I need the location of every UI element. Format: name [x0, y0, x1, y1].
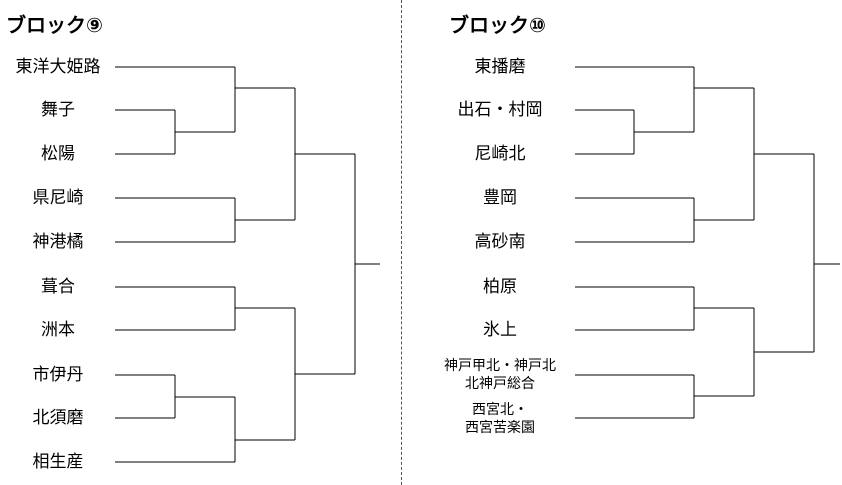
team-label: 舞子	[41, 100, 75, 120]
team-label: 柏原	[483, 277, 517, 297]
team-label: 相生産	[32, 452, 84, 472]
block-10-title: ブロック⑩	[449, 13, 546, 37]
team-label: 高砂南	[474, 232, 526, 252]
team-label: 北須磨	[32, 408, 84, 428]
team-label: 東洋大姫路	[15, 57, 101, 77]
team-label: 西宮北・ 西宮苦楽園	[465, 402, 535, 436]
team-label: 東播磨	[474, 57, 526, 77]
team-label: 神港橘	[32, 232, 84, 252]
team-label: 葺合	[41, 277, 75, 297]
team-label: 松陽	[41, 144, 75, 164]
team-label: 県尼崎	[32, 188, 84, 208]
team-label: 市伊丹	[32, 365, 84, 385]
team-label: 神戸甲北・神戸北 北神戸総合	[444, 358, 556, 392]
team-label: 尼崎北	[474, 144, 526, 164]
block-divider	[401, 0, 402, 485]
team-label: 洲本	[41, 320, 75, 340]
team-label: 豊岡	[483, 188, 517, 208]
team-label: 氷上	[483, 320, 517, 340]
block-9-title: ブロック⑨	[6, 13, 103, 37]
team-label: 出石・村岡	[457, 100, 543, 120]
